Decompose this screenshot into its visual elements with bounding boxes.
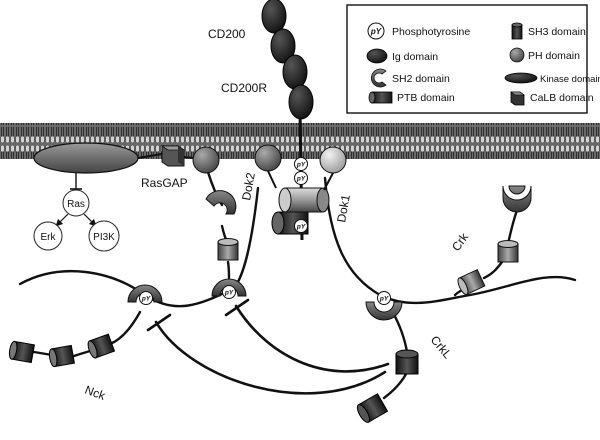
ras-node xyxy=(62,189,90,217)
calb-domain-rasgap xyxy=(160,145,186,167)
legend-label-ptb: PTB domain xyxy=(397,92,455,104)
sh3-domain-nck-1 xyxy=(87,333,116,359)
legend-label-sh3: SH3 domain xyxy=(528,26,586,38)
dok1-label: Dok1 xyxy=(334,193,353,223)
calb-to-ph-link xyxy=(183,156,195,159)
ptb-domain-icon xyxy=(368,91,393,104)
sh3-domain-nck-3 xyxy=(8,340,35,364)
sh3-domain-rasgap xyxy=(217,238,239,261)
crk-label: Crk xyxy=(449,230,472,254)
ph-domain-rasgap xyxy=(192,146,220,174)
py-receptor-2-label: pY xyxy=(296,176,306,183)
crkl-label: CrkL xyxy=(428,333,455,362)
py-receptor-3 xyxy=(294,219,308,233)
legend-label-kinase: Kinase domain xyxy=(540,74,600,85)
ph-domain-dok2 xyxy=(254,144,282,172)
ptb-domain-dok1 xyxy=(278,187,330,213)
py-crkl xyxy=(377,291,391,305)
inhibition-bar-outer xyxy=(146,313,172,332)
py-receptor-3-label: pY xyxy=(296,224,306,231)
inhibition-bar-inner xyxy=(224,298,250,317)
ig-domain-cd200r-bottom xyxy=(288,84,314,120)
cd200-cd200r-receptor xyxy=(261,0,314,241)
sh3-domain-icon xyxy=(511,22,523,40)
inhibition-arc-inner xyxy=(234,304,390,373)
legend-label-calb: CaLB domain xyxy=(530,92,594,104)
ig-domain-cd200-bottom xyxy=(270,28,296,64)
nck-linker xyxy=(108,310,142,346)
legend-label-ph: PH domain xyxy=(528,50,580,62)
sh2-domain-crkl xyxy=(365,301,403,321)
ig-domain-cd200-top xyxy=(261,0,287,34)
sh3-to-sh2-dok2-lower xyxy=(226,260,231,280)
sh2-domain-rasgap xyxy=(205,190,237,215)
nck-label: Nck xyxy=(83,383,108,404)
dok2-label: Dok2 xyxy=(239,171,258,201)
dok1-line xyxy=(323,176,577,305)
py-receptor-1-label: pY xyxy=(296,162,306,169)
pi3k-node xyxy=(88,220,120,252)
crk-sh3-linker-2 xyxy=(482,260,504,280)
py-receptor-1 xyxy=(294,157,308,171)
inhibition-arc-outer xyxy=(154,320,387,395)
ph-domain-dok1 xyxy=(319,146,347,174)
dok1-ph-link xyxy=(323,172,334,191)
phosphotyrosine-icon-label: pY xyxy=(370,27,382,36)
ph-domain-icon xyxy=(509,47,525,63)
ras-to-pi3k-arrow xyxy=(83,213,97,227)
crkl-linker xyxy=(391,311,409,354)
ras-label: Ras xyxy=(67,199,85,210)
sh3-domain-crk-1 xyxy=(497,240,519,263)
rasgap-to-calb-link xyxy=(137,153,163,159)
receptor-phosphotyrosines: pY pY pY xyxy=(294,157,308,233)
py-dok2-label: pY xyxy=(224,290,234,297)
kinase-domain-rasgap xyxy=(33,142,139,174)
pi3k-label: PI3K xyxy=(93,232,115,243)
erk-node xyxy=(33,221,63,251)
py-crkl-label: pY xyxy=(379,296,389,303)
sh3-domain-crkl-2 xyxy=(356,393,389,423)
sh3-domain-nck-2 xyxy=(48,344,75,368)
dok2-ph-link xyxy=(267,170,277,189)
py-nck xyxy=(139,291,153,305)
calb-domain-icon xyxy=(510,91,525,106)
cd200r-label: CD200R xyxy=(221,81,267,95)
ras-to-erk-arrow xyxy=(55,213,69,227)
py-receptor-2 xyxy=(294,171,308,185)
phosphotyrosine-icon xyxy=(367,22,385,40)
rasgap-label: RasGAP xyxy=(141,176,188,190)
legend-label-ig: Ig domain xyxy=(392,51,438,63)
legend-label-sh2: SH2 domain xyxy=(392,73,450,85)
legend: pY Phosphotyrosine SH3 domain Ig domain … xyxy=(346,4,600,114)
inhibition-arcs xyxy=(146,298,390,395)
cd200-label: CD200 xyxy=(208,27,246,41)
legend-label-phosphotyrosine: Phosphotyrosine xyxy=(392,26,470,38)
sh2-domain-icon xyxy=(371,68,387,88)
sh3-domain-crk-2 xyxy=(457,268,486,296)
sh2-domain-crk xyxy=(502,185,532,213)
py-dok2 xyxy=(222,285,236,299)
sh3-domain-crkl-1 xyxy=(395,349,419,375)
ig-domain-icon xyxy=(366,48,388,64)
py-nck-label: pY xyxy=(141,296,151,303)
kinase-domain-icon xyxy=(504,72,538,84)
dok2-to-crkl-line xyxy=(18,269,232,308)
crk-sh3-linker xyxy=(506,208,519,246)
ig-domain-cd200r-top xyxy=(282,54,308,90)
erk-label: Erk xyxy=(41,232,57,243)
crkl-linker-2 xyxy=(382,372,408,400)
